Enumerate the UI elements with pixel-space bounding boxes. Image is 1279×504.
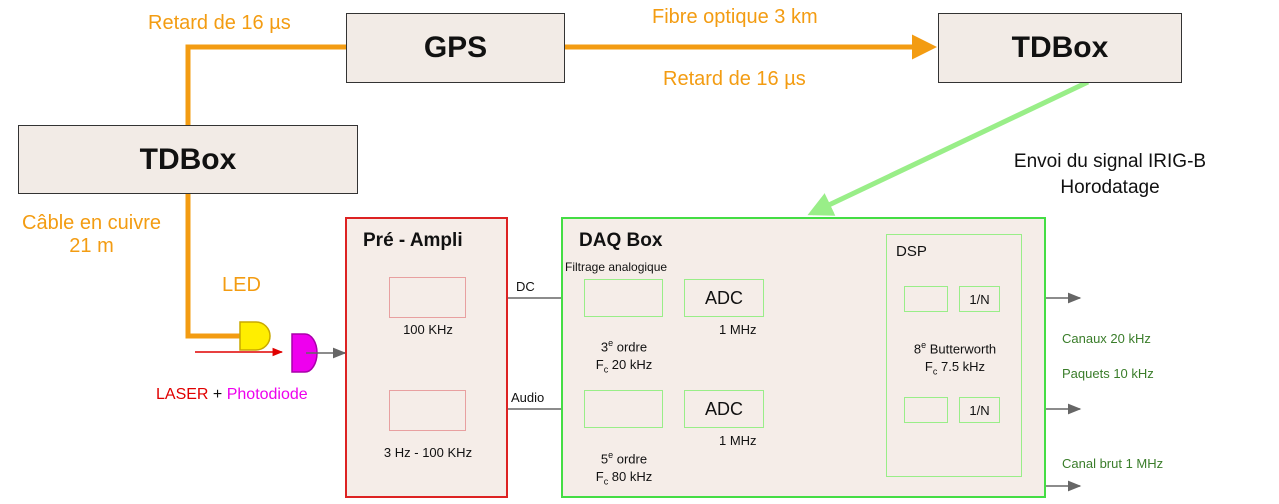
dsp-div-bottom-label: 1/N [969, 402, 990, 418]
audio-label: Audio [511, 390, 545, 405]
preampli-filter-top-label: 100 KHz [403, 322, 453, 337]
adc-bottom-label: ADC [704, 398, 743, 419]
cable-label-line1: Câble en cuivre [22, 212, 161, 234]
adc-bottom-rate: 1 MHz [719, 433, 757, 448]
tdbox-left-label: TDBox [139, 142, 237, 176]
output-canaux: Canaux 20 kHz [1062, 331, 1151, 346]
adc-top-rate: 1 MHz [719, 322, 757, 337]
retard-left-label: Retard de 16 µs [148, 12, 291, 34]
adc-top-label: ADC [704, 287, 743, 308]
tdbox-left: TDBox [18, 125, 358, 194]
led-shape [239, 321, 271, 351]
preampli-filter-bottom [389, 390, 466, 431]
preampli-filter-top [389, 277, 466, 318]
filter1-spec: 3e ordre Fc 20 kHz [574, 334, 674, 379]
cable-label: Câble en cuivre 21 m [4, 212, 179, 258]
filter2-order: 5e ordre [600, 450, 648, 467]
cable-label-line2: 21 m [69, 235, 114, 257]
irig-arrow [807, 79, 1090, 216]
dsp-order: 8e Butterworth [913, 340, 997, 357]
preampli-title: Pré - Ampli [363, 230, 463, 251]
adc-top: ADC [684, 279, 764, 317]
dc-label: DC [516, 279, 535, 294]
preampli-box [345, 217, 508, 498]
dsp-div-bottom: 1/N [959, 397, 1000, 423]
fibre-label: Fibre optique 3 km [652, 6, 818, 28]
dsp-filter-top [904, 286, 948, 312]
tdbox-right: TDBox [938, 13, 1182, 83]
dsp-div-top: 1/N [959, 286, 1000, 312]
irig-label-line2: Horodatage [1060, 177, 1160, 198]
daq-filter-top [584, 279, 663, 317]
irig-label-line1: Envoi du signal IRIG-B [1013, 151, 1207, 172]
dsp-fc: Fc 7.5 kHz [924, 359, 986, 377]
output-paquets: Paquets 10 kHz [1062, 366, 1154, 381]
plus-label: + [212, 386, 223, 403]
tdbox-right-label: TDBox [1011, 31, 1109, 64]
retard-right-label: Retard de 16 µs [663, 68, 806, 90]
filter1-order: 3e ordre [600, 338, 648, 355]
filter2-fc: Fc 80 kHz [595, 469, 653, 487]
preampli-filter-bottom-label: 3 Hz - 100 KHz [383, 445, 473, 460]
photodiode-label: Photodiode [226, 386, 308, 403]
photodiode-shape [291, 333, 318, 373]
dsp-div-top-label: 1/N [969, 291, 990, 307]
laser-label: LASER [156, 386, 209, 403]
gps-label: GPS [423, 31, 488, 64]
daq-filter-bottom [584, 390, 663, 428]
filter1-fc: Fc 20 kHz [595, 357, 653, 375]
copper-link-gps [185, 44, 346, 125]
adc-bottom: ADC [684, 390, 764, 428]
dsp-filter-bottom [904, 397, 948, 423]
dsp-box [886, 234, 1022, 477]
sources-label: LASER + Photodiode [156, 386, 308, 404]
daq-title: DAQ Box [579, 230, 663, 251]
cable-to-led [185, 193, 240, 339]
led-label: LED [222, 274, 261, 296]
filter2-spec: 5e ordre Fc 80 kHz [574, 446, 674, 491]
dsp-spec: 8e Butterworth Fc 7.5 kHz [896, 336, 1014, 381]
daq-box [561, 217, 1046, 498]
irig-label: Envoi du signal IRIG-B Horodatage [990, 149, 1230, 201]
gps-box: GPS [346, 13, 565, 83]
dsp-title: DSP [896, 243, 927, 260]
output-canal-brut: Canal brut 1 MHz [1062, 456, 1164, 471]
filtrage-label: Filtrage analogique [565, 260, 668, 274]
